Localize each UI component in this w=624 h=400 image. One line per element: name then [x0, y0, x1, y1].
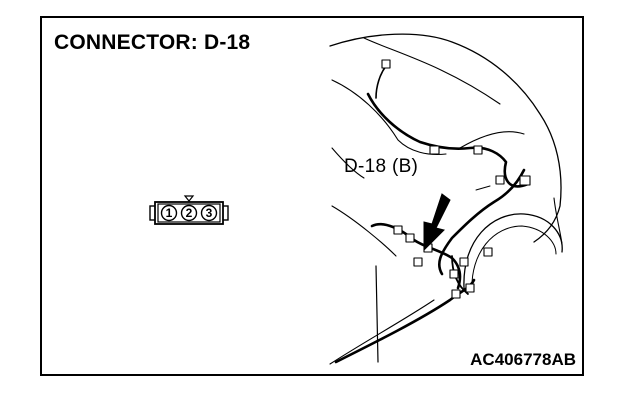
pillar-line: [375, 265, 379, 363]
harness-floor: [370, 222, 462, 290]
rear-window-line: [363, 37, 501, 105]
trunk-edge-line: [459, 131, 525, 149]
leader-line: [475, 185, 491, 191]
floor-line-upper: [331, 205, 397, 257]
figure-id: AC406778AB: [470, 350, 576, 369]
callout-arrow-icon: [423, 193, 451, 252]
connector-pin-1: 1: [165, 206, 173, 220]
wheel-arch-inner: [471, 225, 557, 293]
quarter-window-line: [331, 79, 447, 156]
body-roof-line: [329, 33, 562, 243]
floor-line-lower: [329, 299, 435, 365]
connector-pin-2: 2: [185, 206, 193, 220]
vehicle-harness-illustration: [329, 33, 563, 365]
connector-pin-3: 3: [205, 206, 213, 220]
connector-outline: [149, 195, 229, 225]
wheel-arch: [463, 213, 563, 289]
connector-callout-label: D-18 (B): [344, 156, 419, 177]
connector-d18-face: 1 2 3: [149, 195, 229, 230]
bumper-line: [553, 197, 563, 245]
harness-top-branch: [375, 65, 387, 99]
harness-connectors: [381, 59, 531, 299]
harness-upper: [366, 92, 530, 188]
door-line: [331, 147, 365, 179]
harness-side: [438, 168, 526, 276]
diagram-frame: CONNECTOR: D-18 1 2 3: [40, 16, 584, 376]
connector-title: CONNECTOR: D-18: [54, 31, 251, 54]
